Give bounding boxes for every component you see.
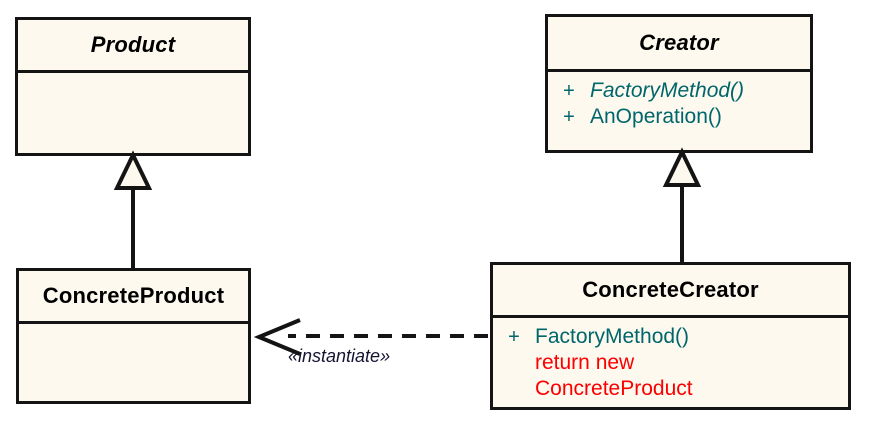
member-name: FactoryMethod() [590,79,745,102]
class-title-concrete-creator: ConcreteCreator [582,277,759,302]
class-divider-creator [548,69,810,72]
class-members-concrete-product [19,324,248,401]
member-visibility: + [563,80,575,102]
member-name: FactoryMethod() [535,325,690,348]
class-members-creator: + FactoryMethod() + AnOperation() [548,72,810,150]
class-title-product: Product [90,32,176,57]
generalization-triangle [662,147,702,187]
member-visibility: + [508,326,520,348]
generalization-triangle [113,150,153,190]
member-row: + FactoryMethod() [493,324,848,350]
class-members-concrete-creator: + FactoryMethod() + return new + Concret… [493,318,848,407]
class-title-creator: Creator [639,30,719,55]
member-name: ConcreteProduct [535,377,693,400]
class-divider-product [18,70,248,73]
class-box-concrete-product[interactable]: ConcreteProduct [16,268,251,404]
class-divider-concrete-product [19,321,248,324]
member-row: + AnOperation() [548,104,810,130]
member-name: return new [535,351,635,374]
member-name: AnOperation() [590,105,722,128]
class-title-concrete-product: ConcreteProduct [42,283,225,308]
class-box-creator[interactable]: Creator + FactoryMethod() + AnOperation(… [545,14,813,153]
class-box-concrete-creator[interactable]: ConcreteCreator + FactoryMethod() + retu… [490,262,851,410]
generalization-concrete-product-to-product [113,150,153,268]
class-divider-concrete-creator [493,315,848,318]
generalization-concrete-creator-to-creator [662,147,702,262]
member-row: + FactoryMethod() [548,78,810,104]
class-box-product[interactable]: Product [15,17,251,156]
stereotype-label-instantiate: «instantiate» [288,346,391,366]
member-row: + ConcreteProduct [493,376,848,402]
member-visibility: + [563,106,575,128]
member-row: + return new [493,350,848,376]
class-members-product [18,73,248,153]
